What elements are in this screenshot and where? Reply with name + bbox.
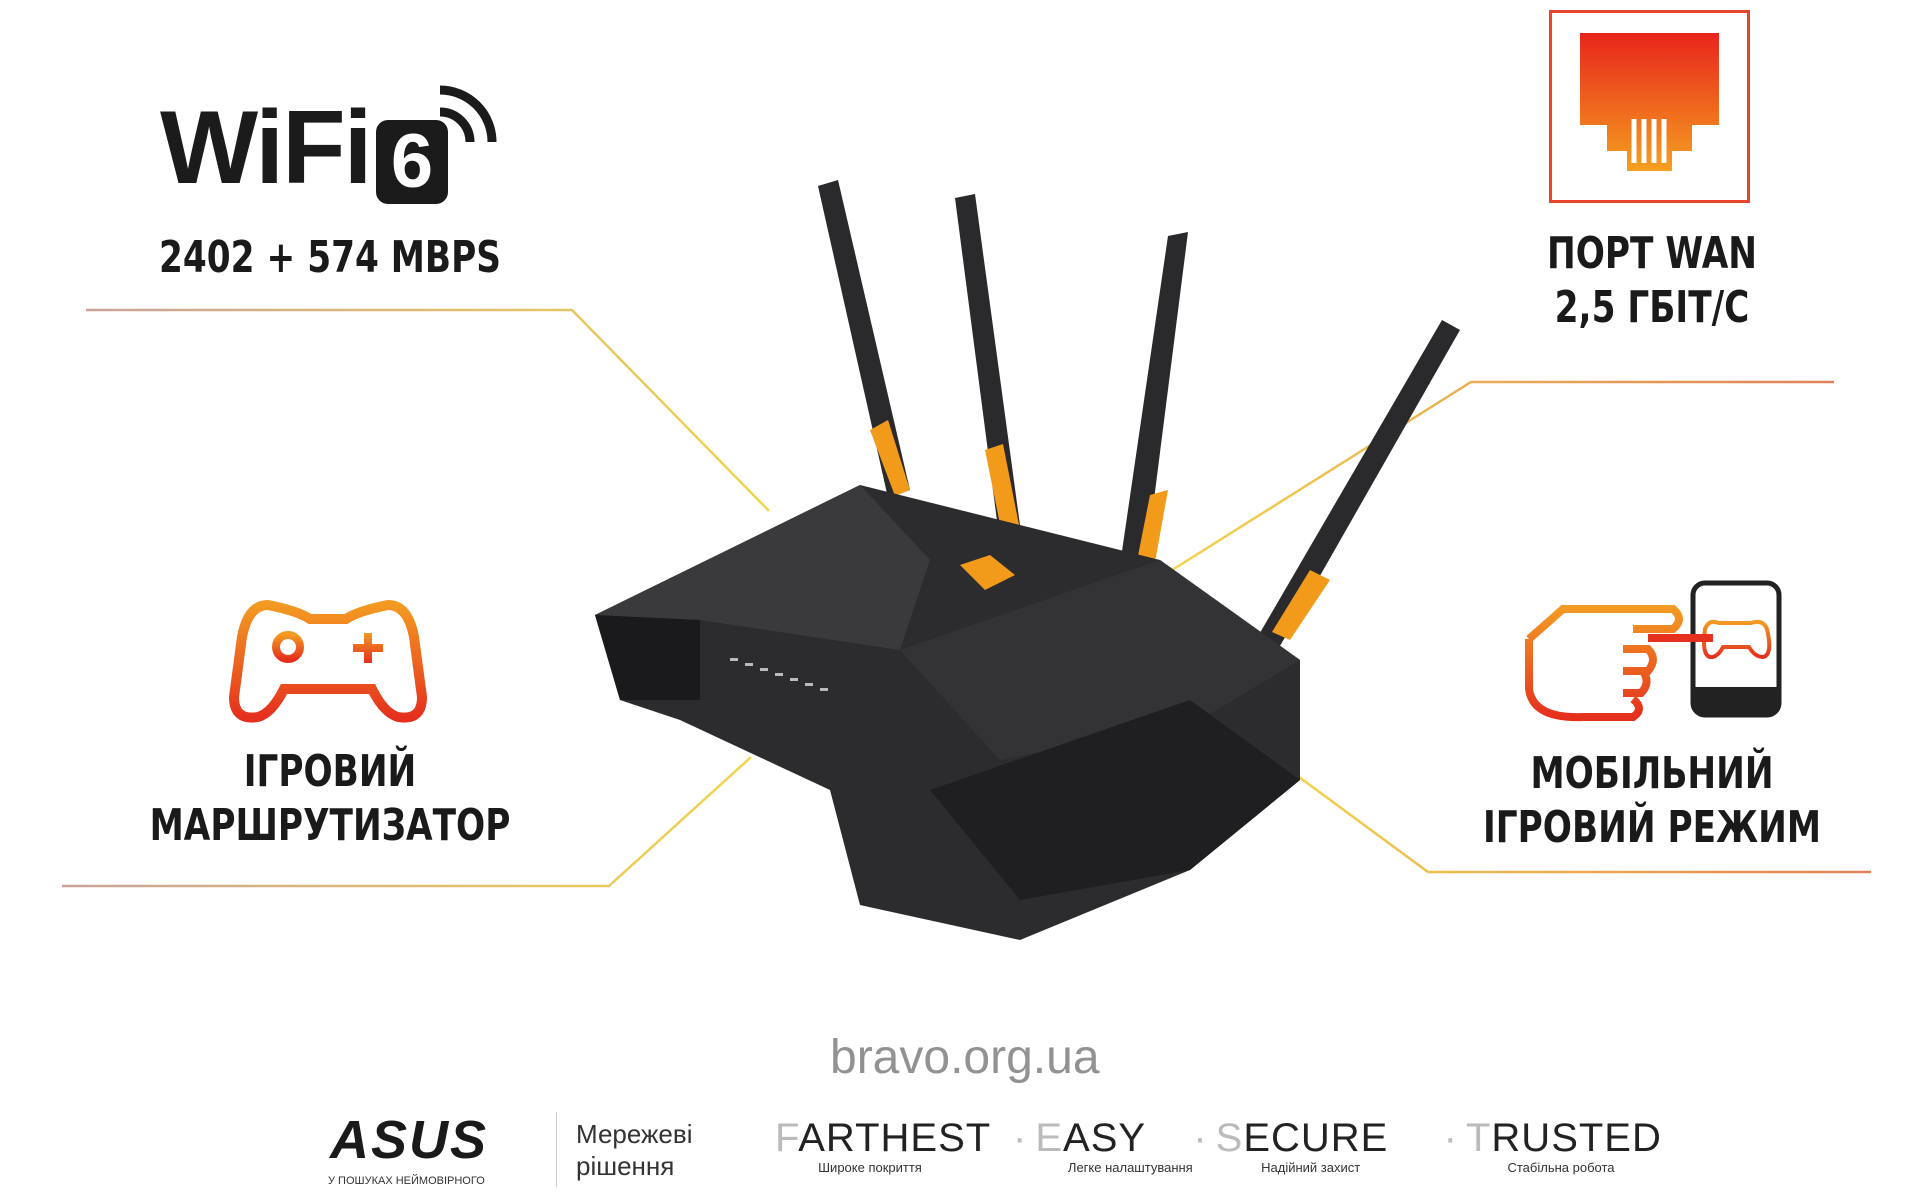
separator: ·	[1013, 1116, 1028, 1160]
gamepad-icon	[228, 599, 428, 723]
wifi-logo-text: WiFi	[160, 90, 373, 206]
feature-secure: SECURE Надійний захист	[1216, 1116, 1436, 1176]
callout-line-wifi	[86, 308, 770, 512]
mobile-game-icon	[1525, 580, 1782, 722]
router-leds	[730, 658, 828, 691]
wifi-speed: 2402 + 574 MBPS	[159, 232, 501, 283]
wifi-signal-icon	[439, 85, 497, 143]
footer-divider	[556, 1112, 557, 1187]
category-line-1: Мережеві	[576, 1119, 693, 1149]
mobile-game-mode-label-2: ІГРОВИЙ РЕЖИМ	[1482, 802, 1822, 853]
mobile-game-mode-label-1: МОБІЛЬНИЙ	[1530, 748, 1774, 799]
asus-logo: ASUS	[330, 1112, 488, 1168]
network-solutions-label: Мережеві рішення	[576, 1118, 692, 1182]
router-antennas	[818, 180, 1460, 660]
gaming-router-label-1: ІГРОВИЙ	[243, 746, 417, 797]
callout-line-gaming	[62, 756, 752, 888]
callout-line-mobile	[1279, 761, 1871, 874]
router-image	[595, 180, 1460, 940]
feature-farthest: FARTHEST Широке покриття	[775, 1116, 992, 1175]
router-body	[595, 485, 1300, 940]
feature-easy: EASY Легке налаштування	[1035, 1116, 1192, 1176]
gaming-router-label-2: МАРШРУТИЗАТОР	[149, 800, 511, 851]
asus-tagline: У ПОШУКАХ НЕЙМОВІРНОГО	[328, 1175, 485, 1187]
wan-port-label-2: 2,5 ГБІТ/С	[1554, 282, 1750, 333]
callout-line-wan	[1168, 380, 1834, 574]
asus-logo-text: ASUS	[330, 1110, 489, 1170]
features-tagline: FARTHEST Широке покриття · EASY Легке на…	[775, 1116, 1696, 1176]
wan-port-icon	[1549, 10, 1750, 203]
feature-trusted: TRUSTED Стабільна робота	[1465, 1116, 1662, 1175]
separator: ·	[1193, 1116, 1208, 1160]
feature-sub: Надійний захист	[1261, 1160, 1361, 1175]
feature-sub: Широке покриття	[818, 1160, 922, 1175]
wifi6-badge: 6	[376, 120, 448, 204]
feature-sub: Стабільна робота	[1507, 1160, 1615, 1175]
category-line-2: рішення	[576, 1151, 675, 1181]
wan-port-label-1: ПОРТ WAN	[1546, 228, 1758, 279]
feature-sub: Легке налаштування	[1067, 1160, 1193, 1175]
separator: ·	[1443, 1116, 1458, 1160]
wifi-version: 6	[390, 119, 434, 204]
watermark: bravo.org.ua	[830, 1031, 1100, 1084]
